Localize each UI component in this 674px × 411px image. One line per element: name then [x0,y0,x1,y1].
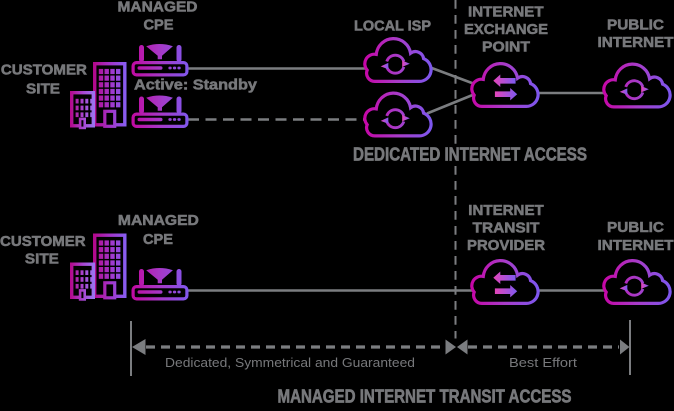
svg-text:CUSTOMER: CUSTOMER [1,63,88,79]
svg-text:CPE: CPE [144,18,174,34]
svg-text:Active: Standby: Active: Standby [134,78,257,94]
svg-text:DEDICATED INTERNET ACCESS: DEDICATED INTERNET ACCESS [353,145,587,165]
svg-text:CPE: CPE [143,232,173,248]
svg-text:MANAGED: MANAGED [118,0,198,15]
svg-text:INTERNET: INTERNET [598,238,674,254]
svg-text:MANAGED INTERNET TRANSIT ACCES: MANAGED INTERNET TRANSIT ACCESS [278,387,572,407]
svg-text:EXCHANGE: EXCHANGE [464,22,548,38]
svg-text:Dedicated, Symmetrical and Gua: Dedicated, Symmetrical and Guaranteed [165,355,415,370]
svg-text:INTERNET: INTERNET [468,5,544,21]
svg-text:PUBLIC: PUBLIC [607,18,665,34]
svg-text:LOCAL ISP: LOCAL ISP [354,19,431,35]
svg-text:INTERNET: INTERNET [598,35,674,51]
svg-text:TRANSIT: TRANSIT [473,221,540,237]
svg-text:POINT: POINT [482,40,530,56]
svg-text:PROVIDER: PROVIDER [467,238,546,254]
svg-text:Best Effort: Best Effort [509,355,577,370]
svg-text:CUSTOMER: CUSTOMER [0,234,86,250]
svg-text:PUBLIC: PUBLIC [607,220,665,236]
svg-text:INTERNET: INTERNET [468,203,544,219]
svg-text:SITE: SITE [26,81,60,97]
svg-text:SITE: SITE [25,252,59,268]
svg-text:MANAGED: MANAGED [118,213,199,229]
